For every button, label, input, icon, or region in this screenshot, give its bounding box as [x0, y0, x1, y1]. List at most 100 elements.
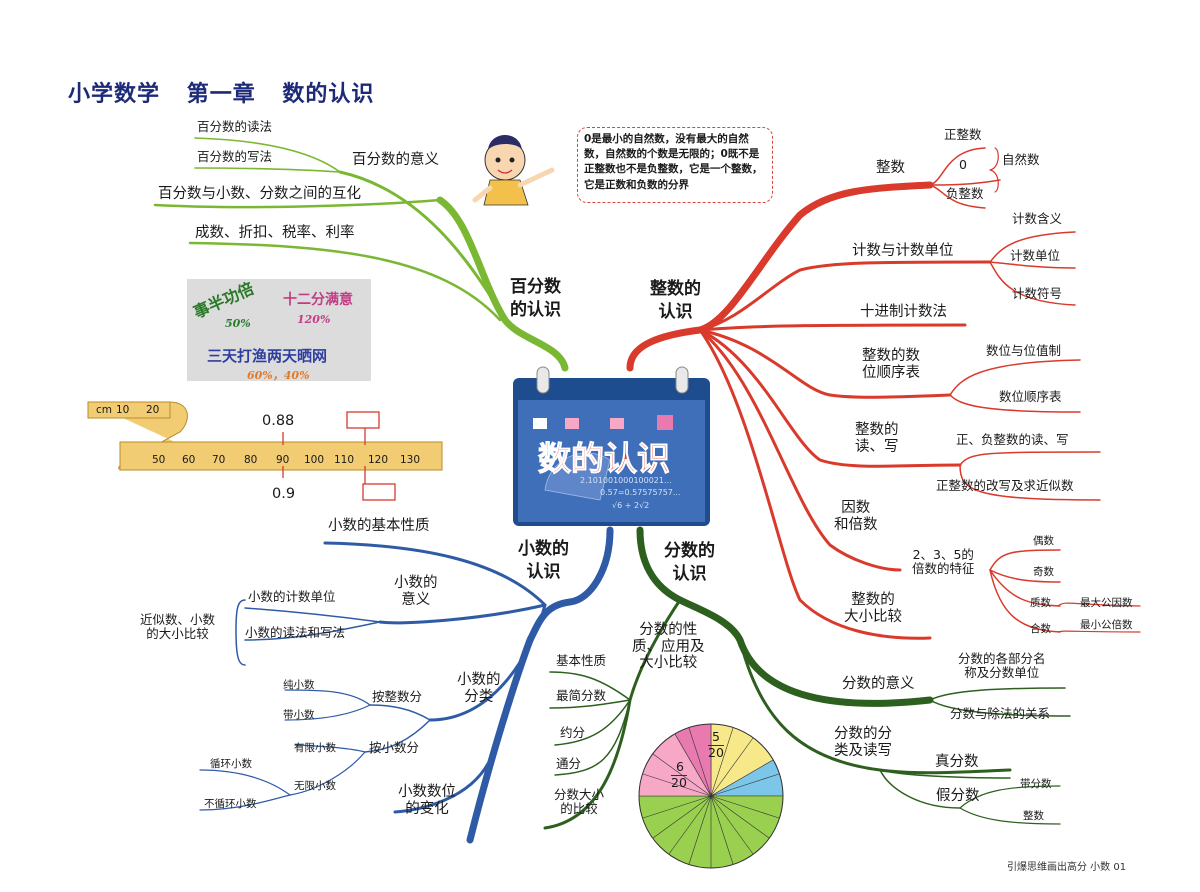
decimal-finite: 有限小数: [294, 742, 336, 754]
slogan-figure-2: 120%: [297, 313, 331, 326]
percent-write: 百分数的写法: [197, 149, 273, 164]
integer-count-unit: 计数与计数单位: [852, 243, 954, 259]
ruler-tick-90: 90: [276, 454, 290, 466]
ruler-unit: cm: [96, 404, 113, 416]
slogan-word-3: 三天打渔两天晒网: [207, 347, 328, 365]
fraction-classify: 分数的分 类及读写: [834, 726, 892, 759]
integer-factor: 因数 和倍数: [834, 500, 878, 533]
fraction-common: 通分: [556, 756, 582, 771]
decimal-approx: 近似数、小数 的大小比较: [140, 612, 216, 642]
slogan-image: 事半功倍 十二分满意 50% 120% 三天打渔两天晒网 60%，40%: [187, 279, 371, 382]
ruler-tick-70: 70: [212, 454, 226, 466]
tape-ruler: [87, 401, 443, 501]
decimal-read-write: 小数的读法和写法: [245, 625, 346, 640]
percent-meaning: 百分数的意义: [352, 152, 439, 168]
ruler-tick-120: 120: [368, 454, 389, 466]
ruler-tick-100: 100: [304, 454, 325, 466]
decimal-recurring: 循环小数: [210, 758, 252, 770]
integer-decimal-system: 十进制计数法: [860, 304, 947, 320]
decimal-nonrecurring: 不循环小数: [204, 798, 257, 810]
integer-read-write: 整数的 读、写: [855, 422, 899, 455]
title-topic: 数的认识: [282, 82, 375, 107]
ruler-answer-label: 0.9: [272, 486, 296, 502]
fraction-compare: 分数大小 的比较: [554, 787, 605, 817]
integer-multiples: 2、3、5的 倍数的特征: [912, 547, 975, 577]
center-formula-3: √6 + 2√2: [612, 501, 650, 510]
integer-composite: 合数: [1030, 623, 1051, 635]
document-title: 小学数学 第一章 数的认识: [68, 76, 392, 108]
fraction-props: 分数的性 质、应用及 大小比较: [632, 622, 705, 672]
integer-count-meaning: 计数含义: [1012, 211, 1063, 226]
percent-branch-label: 百分数 的认识: [510, 277, 561, 320]
integer-read-write-item: 正、负整数的读、写: [956, 432, 1069, 447]
fraction-branches: [543, 526, 1071, 830]
integer-positive: 正整数: [944, 127, 982, 142]
percent-applications: 成数、折扣、税率、利率: [195, 225, 355, 241]
decimal-pure: 纯小数: [283, 679, 315, 691]
fraction-proper: 真分数: [935, 754, 979, 770]
fraction-pie-chart: [638, 723, 784, 869]
integer-place-table: 整数的数 位顺序表: [862, 348, 920, 381]
integer-count-symbol: 计数符号: [1012, 286, 1063, 301]
fraction-simplest: 最简分数: [556, 688, 607, 703]
fraction-division: 分数与除法的关系: [950, 706, 1051, 721]
integer-place-value: 数位与位值制: [986, 343, 1062, 358]
slogan-figure-3: 60%，40%: [247, 369, 310, 382]
ruler-tick-80: 80: [244, 454, 258, 466]
fraction-improper: 假分数: [936, 788, 980, 804]
fraction-reduce: 约分: [560, 725, 586, 740]
slogan-word-1: 事半功倍: [190, 278, 257, 323]
integer-compare: 整数的 大小比较: [844, 592, 902, 625]
center-label: 数的认识: [538, 439, 671, 478]
ruler-tick-110: 110: [334, 454, 355, 466]
center-formula-1: 2.101001000100021...: [580, 476, 672, 485]
integer-rewrite: 正整数的改写及求近似数: [936, 478, 1074, 493]
ruler-marker-label: 0.88: [262, 413, 295, 429]
page-footer: 引爆思维画出高分 小数 01: [1007, 862, 1127, 873]
decimal-infinite: 无限小数: [294, 780, 336, 792]
title-chapter: 第一章: [186, 82, 256, 107]
fraction-meaning: 分数的意义: [842, 676, 915, 692]
zero-note: 0是最小的自然数，没有最大的自然数，自然数的个数是无限的；0既不是正整数也不是负…: [577, 127, 773, 203]
decimal-unit: 小数的计数单位: [248, 589, 336, 604]
fraction-mixed: 带分数: [1020, 778, 1052, 790]
decimal-by-decimal: 按小数分: [369, 740, 420, 755]
pie-left-numerator: 6: [676, 759, 684, 774]
decimal-mixed: 带小数: [283, 709, 315, 721]
cartoon-character: [472, 135, 555, 206]
fraction-branch-label: 分数的 认识: [664, 541, 715, 584]
fraction-whole: 整数: [1023, 810, 1044, 822]
integer-branches: [626, 147, 1141, 640]
center-formula-2: 0.57=0.57575757...: [600, 488, 681, 497]
fraction-basic: 基本性质: [556, 653, 607, 668]
pie-top-denominator: 20: [708, 745, 724, 760]
percent-read: 百分数的读法: [197, 119, 273, 134]
integer-count-unit-item: 计数单位: [1010, 248, 1061, 263]
title-subject: 小学数学: [68, 82, 161, 107]
integer-gcd: 最大公因数: [1080, 597, 1133, 609]
integer-odd: 奇数: [1033, 566, 1054, 578]
center-calendar: [513, 366, 710, 526]
ruler-tick-10: 10: [116, 404, 130, 416]
decimal-place-change: 小数数位 的变化: [398, 784, 456, 817]
pie-left-denominator: 20: [671, 775, 687, 790]
integer-place-order: 数位顺序表: [999, 389, 1062, 404]
integer-negative: 负整数: [946, 186, 984, 201]
integer-lcm: 最小公倍数: [1080, 619, 1133, 631]
integer-even: 偶数: [1033, 535, 1054, 547]
ruler-tick-50: 50: [152, 454, 166, 466]
ruler-tick-20: 20: [146, 404, 160, 416]
fraction-parts: 分数的各部分名 称及分数单位: [958, 651, 1046, 681]
percent-branches: [153, 137, 569, 372]
ruler-tick-130: 130: [400, 454, 421, 466]
slogan-word-2: 十二分满意: [283, 292, 353, 308]
decimal-classify: 小数的 分类: [457, 672, 501, 705]
decimal-branches: [199, 526, 614, 844]
integer-zero: 0: [959, 157, 967, 172]
integer-branch-label: 整数的 认识: [650, 279, 701, 322]
decimal-by-integer: 按整数分: [372, 689, 423, 704]
slogan-figure-1: 50%: [225, 317, 251, 330]
integer-prime: 质数: [1030, 597, 1051, 609]
integer-natural: 自然数: [1002, 152, 1040, 167]
